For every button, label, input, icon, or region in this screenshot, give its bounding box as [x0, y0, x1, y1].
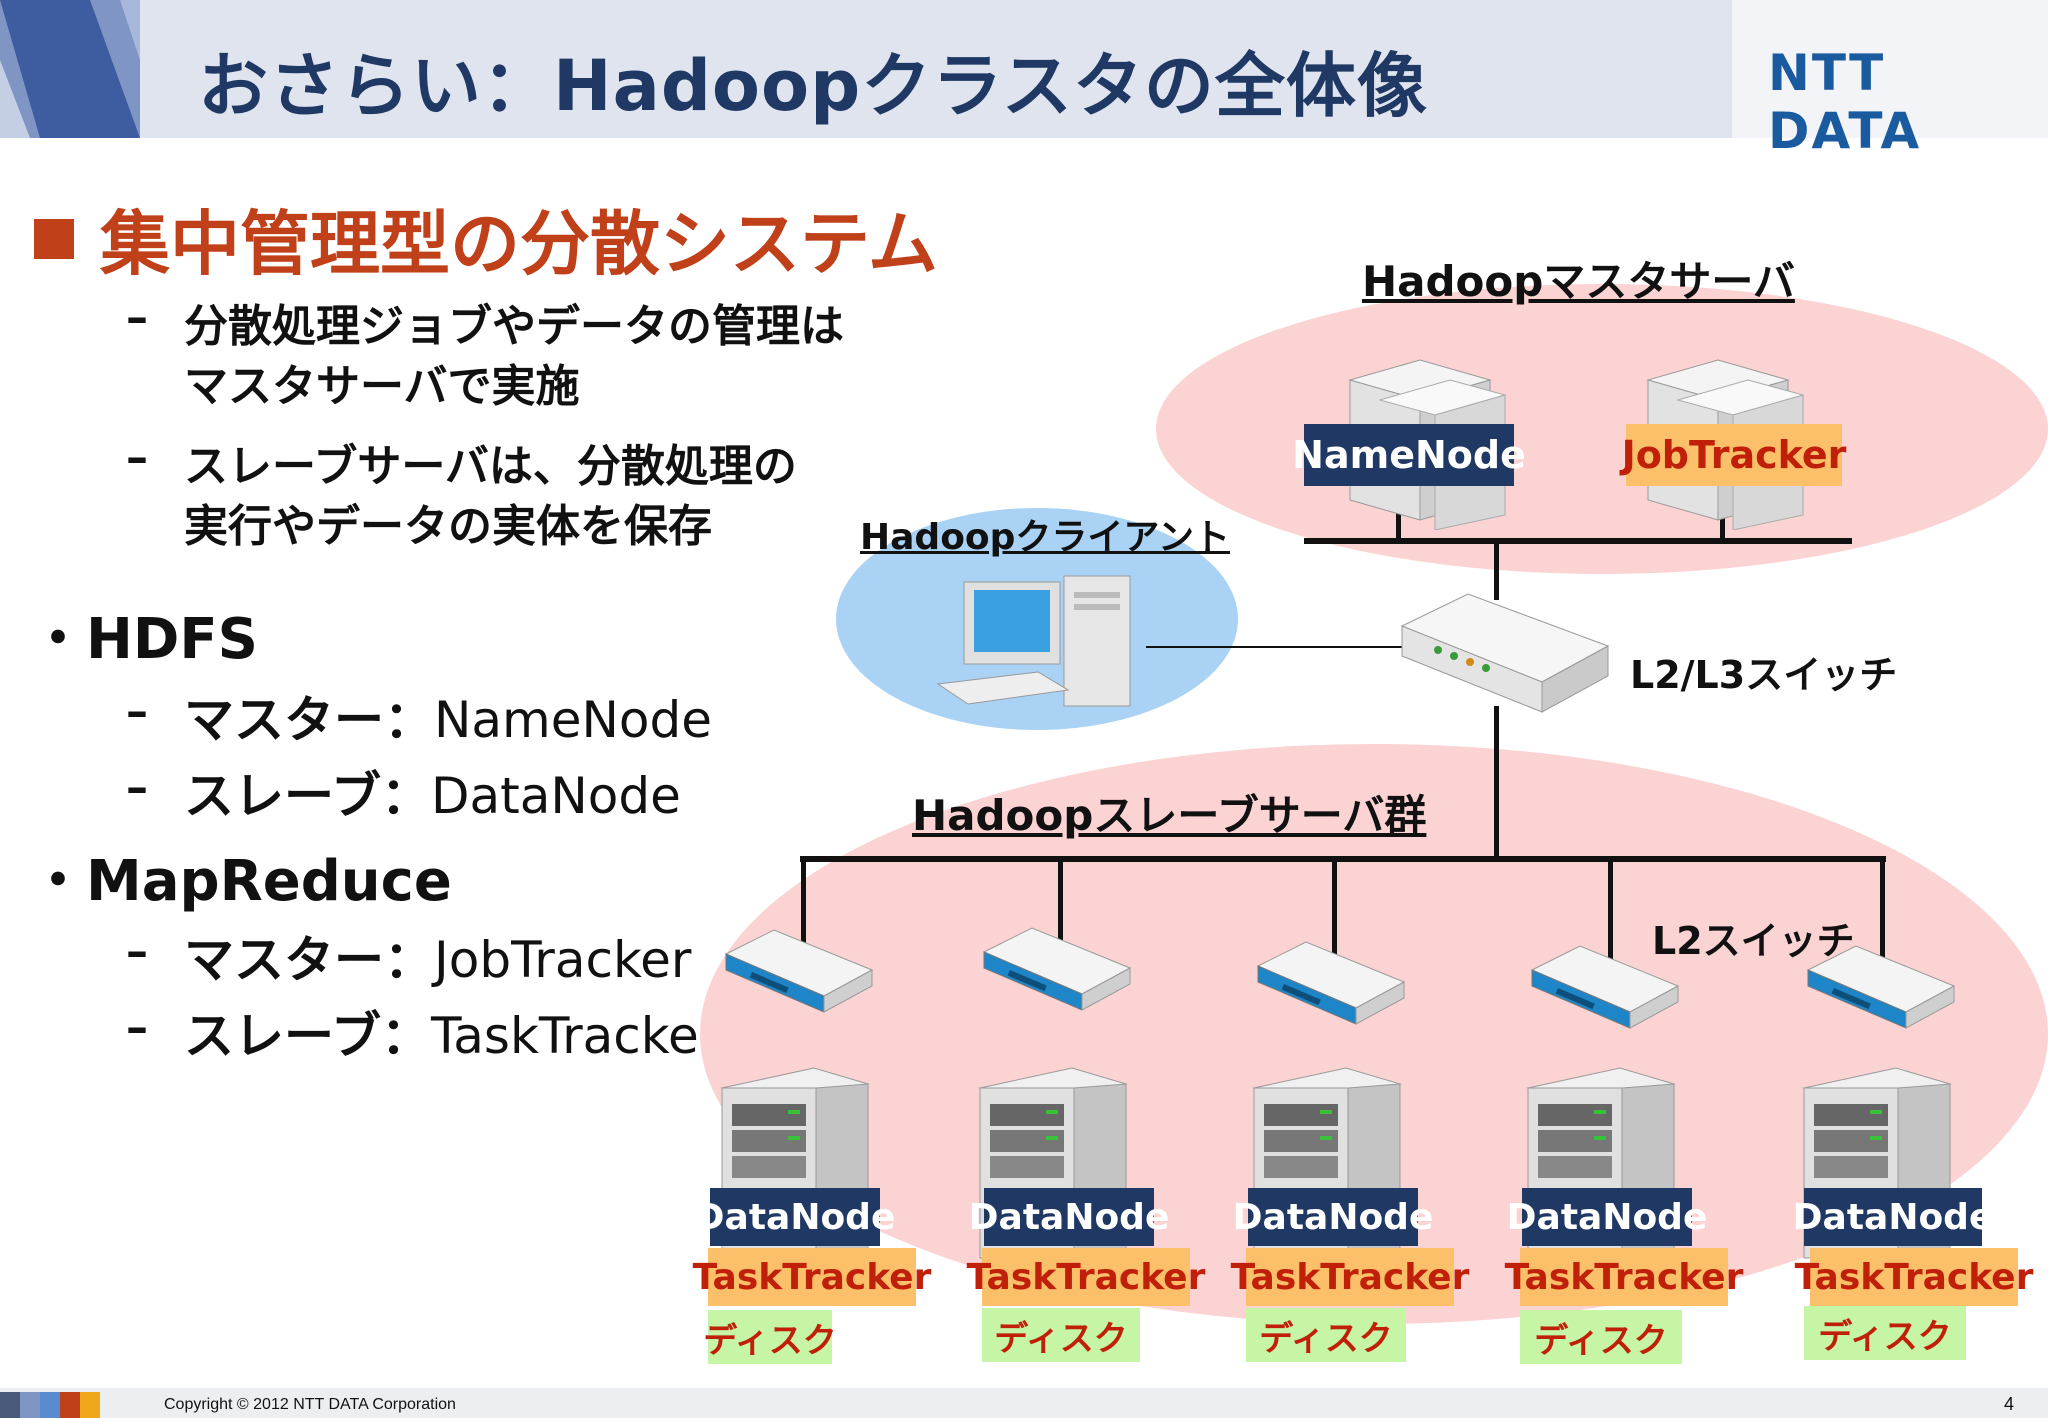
master-server-zone [1156, 284, 2048, 574]
hdfs-slave-key: スレーブ： [184, 767, 431, 825]
footer-band [0, 1388, 2048, 1418]
slave-drop-4 [1608, 858, 1613, 968]
slave-drop-3 [1332, 858, 1337, 978]
main-heading-text: 集中管理型の分散システム [100, 203, 938, 285]
main-heading: 集中管理型の分散システム [34, 188, 938, 289]
slave-4-datanode-tag: DataNode [1507, 1188, 1707, 1246]
client-pc-icon [936, 575, 1131, 707]
mr-master-value: JobTracker [434, 931, 692, 989]
footer-color-squares [0, 1392, 100, 1418]
dash-marker: – [126, 292, 148, 343]
slave-5-tasktracker-tag: TaskTracker [1795, 1248, 2033, 1306]
slave-4-disk-tag: ディスク [1520, 1310, 1682, 1364]
copyright-text: Copyright © 2012 NTT DATA Corporation [164, 1396, 456, 1413]
mr-slave-line: スレーブ：TaskTracker [184, 996, 719, 1068]
sub-item-2-line1: スレーブサーバは、分散処理の [184, 441, 797, 492]
slave-drop-2 [1058, 858, 1063, 968]
l2-switch-label: L2スイッチ [1652, 919, 1855, 963]
slave-2-disk-tag: ディスク [982, 1308, 1140, 1362]
master-network-bar [1304, 538, 1852, 544]
l2-switch-icon [724, 929, 874, 1013]
slave-3-datanode-tag: DataNode [1233, 1188, 1433, 1246]
mr-master-key: マスター： [184, 931, 434, 989]
slave-drop-5 [1880, 858, 1885, 968]
sub-item-1-line1: 分散処理ジョブやデータの管理は [184, 301, 844, 352]
l2-switch-icon [1530, 945, 1680, 1029]
slave-1-tasktracker-tag: TaskTracker [693, 1248, 931, 1306]
dash-marker: – [126, 432, 148, 483]
header-decoration [0, 0, 140, 138]
title-background [140, 0, 1732, 138]
core-switch-label: L2/L3スイッチ [1630, 653, 1898, 697]
sub-item-1-line2: マスタサーバで実施 [184, 361, 580, 412]
hdfs-master-line: マスター：NameNode [184, 680, 712, 752]
jobtracker-tag: JobTracker [1622, 424, 1846, 486]
mr-slave-value: TaskTracker [431, 1007, 720, 1065]
mr-master-line: マスター：JobTracker [184, 920, 691, 992]
dash-marker: – [126, 686, 148, 737]
hdfs-master-value: NameNode [434, 691, 713, 749]
slave-5-disk-tag: ディスク [1804, 1306, 1966, 1360]
page-number: 4 [2004, 1394, 2015, 1414]
slave-drop-1 [801, 858, 806, 968]
page-title: おさらい：Hadoopクラスタの全体像 [198, 45, 1428, 127]
master-server-label: Hadoopマスタサーバ [1362, 257, 1795, 306]
namenode-tag: NameNode [1292, 424, 1526, 486]
slave-2-tasktracker-tag: TaskTracker [967, 1248, 1205, 1306]
slave-uplink [1494, 706, 1499, 858]
master-uplink [1494, 542, 1499, 600]
jobtracker-link [1720, 512, 1725, 540]
l2-switch-icon [1806, 945, 1956, 1029]
ntt-data-logo: NTT DATA [1768, 44, 1922, 160]
logo-area [1732, 0, 2048, 138]
dash-marker: – [126, 926, 148, 977]
heading-square-icon [34, 218, 74, 259]
slave-5-datanode-tag: DataNode [1793, 1188, 1993, 1246]
mr-slave-key: スレーブ： [184, 1007, 431, 1065]
dash-marker: – [126, 762, 148, 813]
slave-network-bar [800, 856, 1886, 862]
slave-3-disk-tag: ディスク [1246, 1308, 1406, 1362]
l2-switch-icon [982, 927, 1132, 1011]
slave-group-label: Hadoopスレーブサーバ群 [912, 791, 1427, 840]
dash-marker: – [126, 1002, 148, 1053]
slave-3-tasktracker-tag: TaskTracker [1231, 1248, 1469, 1306]
hdfs-slave-value: DataNode [431, 767, 681, 825]
slave-1-disk-tag: ディスク [703, 1310, 837, 1364]
bullet-mapreduce: ・MapReduce [30, 849, 452, 914]
bullet-hdfs: ・HDFS [30, 607, 258, 672]
sub-item-2-line2: 実行やデータの実体を保存 [184, 501, 712, 552]
l2-switch-icon [1256, 941, 1406, 1025]
hdfs-slave-line: スレーブ：DataNode [184, 756, 681, 828]
slave-2-datanode-tag: DataNode [969, 1188, 1169, 1246]
core-switch-icon [1400, 593, 1610, 713]
client-label: Hadoopクライアント [860, 517, 1230, 558]
client-link [1146, 646, 1406, 648]
slave-1-datanode-tag: DataNode [695, 1188, 895, 1246]
namenode-link [1396, 512, 1401, 540]
hdfs-master-key: マスター： [184, 691, 434, 749]
slave-4-tasktracker-tag: TaskTracker [1505, 1248, 1743, 1306]
